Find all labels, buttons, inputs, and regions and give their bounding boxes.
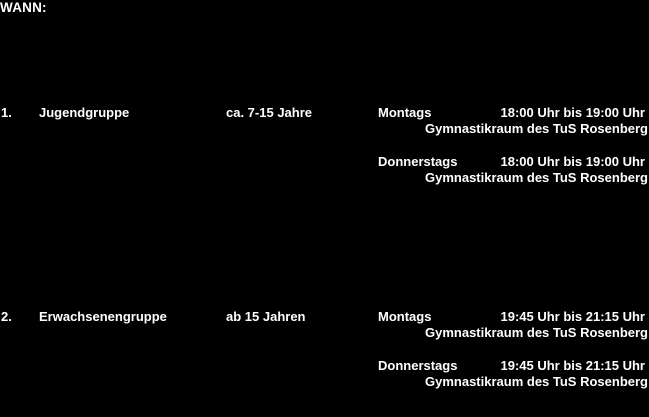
session-location: Gymnastikraum des TuS Rosenberg	[425, 325, 648, 340]
session-day: Montags	[378, 309, 432, 324]
session-day: Montags	[378, 105, 432, 120]
group-name: Erwachsenengruppe	[39, 309, 167, 324]
group-number: 1.	[1, 105, 12, 120]
group-age-range: ab 15 Jahren	[226, 309, 306, 324]
session-time: 18:00 Uhr bis 19:00 Uhr	[500, 154, 645, 169]
session-location: Gymnastikraum des TuS Rosenberg	[425, 374, 648, 389]
group-name: Jugendgruppe	[39, 105, 130, 120]
session-time: 19:45 Uhr bis 21:15 Uhr	[500, 358, 645, 373]
session-location: Gymnastikraum des TuS Rosenberg	[425, 170, 648, 185]
group-number: 2.	[1, 309, 12, 324]
session-location: Gymnastikraum des TuS Rosenberg	[425, 121, 648, 136]
group-age-range: ca. 7-15 Jahre	[226, 105, 313, 120]
session-day: Donnerstags	[378, 358, 458, 373]
page-heading: WANN:	[0, 0, 47, 15]
session-day: Donnerstags	[378, 154, 458, 169]
session-time: 19:45 Uhr bis 21:15 Uhr	[500, 309, 645, 324]
session-time: 18:00 Uhr bis 19:00 Uhr	[500, 105, 645, 120]
